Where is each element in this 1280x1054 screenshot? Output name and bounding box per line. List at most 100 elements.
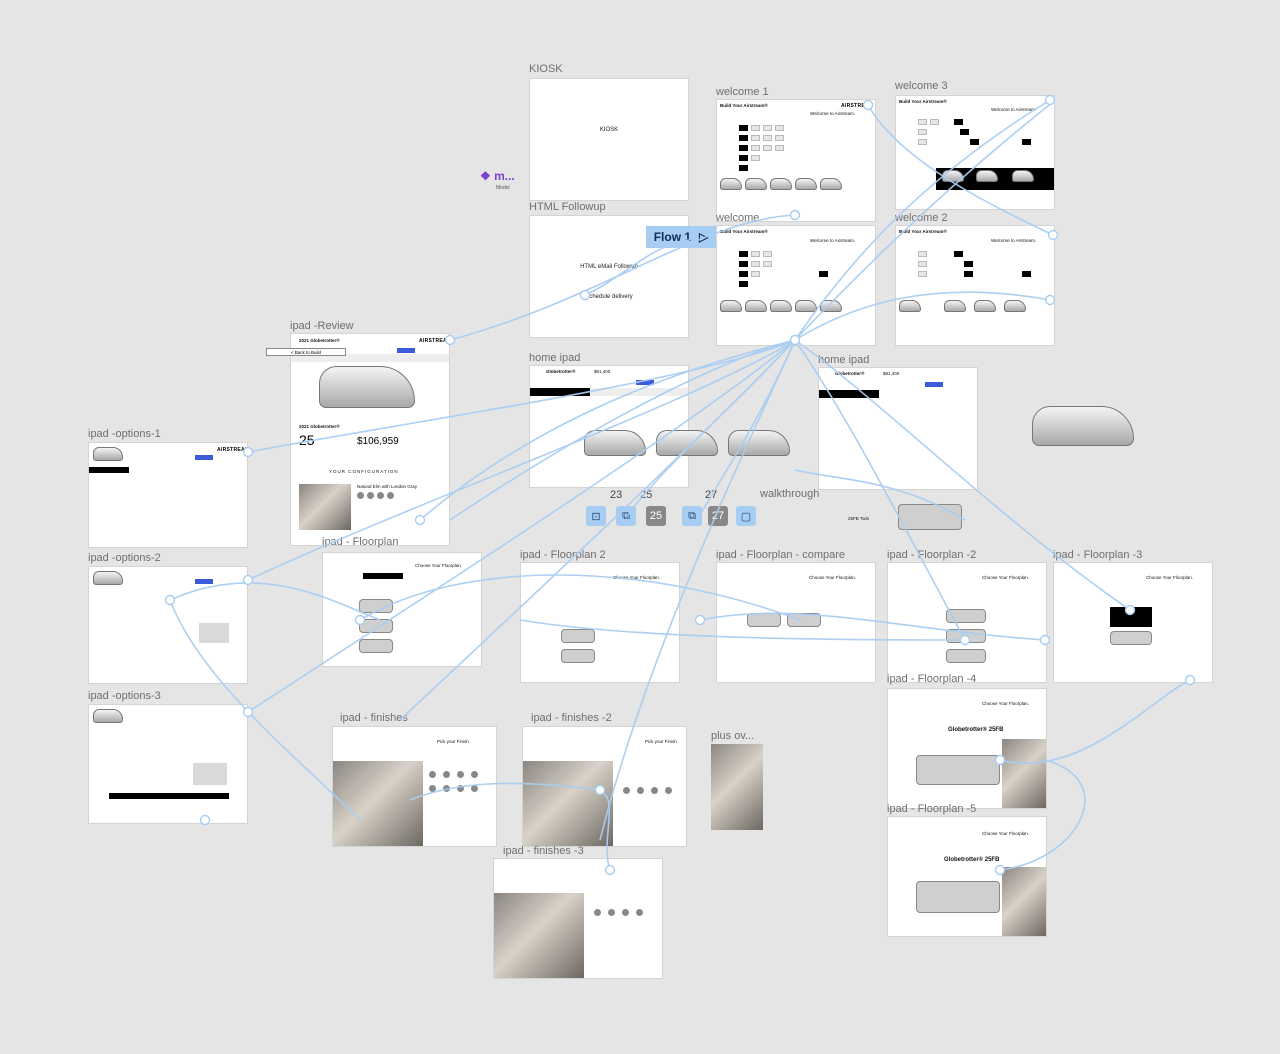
frame-kiosk[interactable]: KIOSK (529, 78, 689, 201)
frame-label-ipad-options-2[interactable]: ipad -options-2 (88, 552, 161, 564)
home-2-model: Globetrotter® (835, 371, 865, 376)
home-2-price: $81,400 (883, 371, 900, 376)
floorplan-minus5-model: Globetrotter® 25FB (944, 857, 1000, 863)
finishes-2-heading: Pick your Finish (645, 739, 677, 744)
frame-label-welcome-3[interactable]: welcome 3 (895, 80, 948, 92)
followup-line-2: Schedule delivery (585, 294, 633, 300)
component-instance-tag[interactable]: ❖ m... (480, 169, 515, 183)
frame-label-html-followup[interactable]: HTML Followup (529, 201, 606, 213)
frame-label-ipad-floorplan-minus2[interactable]: ipad - Floorplan -2 (887, 549, 977, 561)
frame-label-ipad-options-1[interactable]: ipad -options-1 (88, 428, 161, 440)
airstream-logo: AIRSTREAM (419, 338, 450, 344)
frame-label-ipad-review[interactable]: ipad -Review (290, 320, 354, 332)
frame-home-ipad-1[interactable]: Globetrotter® $81,400 (529, 365, 689, 488)
frame-label-ipad-floorplan-2[interactable]: ipad - Floorplan 2 (520, 549, 606, 561)
welcome-1-title: Build Your Airstream® (720, 103, 768, 108)
frame-ipad-floorplan-minus3[interactable]: Choose Your Floorplan. (1053, 562, 1213, 683)
welcome-2-greeting: Welcome to Airstream. (991, 238, 1037, 243)
frame-welcome[interactable]: Build Your Airstream® Welcome to Airstre… (716, 225, 876, 346)
floorplan-heading: Choose Your Floorplan. (415, 563, 463, 568)
walkthrough-badge: 25FB Twin (848, 516, 870, 521)
size-23-label: 23 (610, 489, 623, 501)
frame-label-plus-ov[interactable]: plus ov... (711, 730, 755, 742)
review-price: $106,959 (357, 436, 399, 447)
frame-ipad-floorplan[interactable]: Choose Your Floorplan. (322, 552, 482, 667)
frame-label-ipad-finishes[interactable]: ipad - finishes (340, 712, 408, 724)
frame-label-ipad-finishes-3[interactable]: ipad - finishes -3 (503, 845, 584, 857)
frame-label-walkthrough[interactable]: walkthrough (760, 488, 820, 500)
frame-ipad-options-2[interactable] (88, 566, 248, 684)
frame-label-ipad-options-3[interactable]: ipad -options-3 (88, 690, 161, 702)
frame-ipad-floorplan-minus4[interactable]: Choose Your Floorplan. Globetrotter® 25F… (887, 688, 1047, 809)
floorplan-minus4-heading: Choose Your Floorplan. (982, 701, 1030, 706)
frame-ipad-floorplan-compare[interactable]: Choose Your Floorplan. (716, 562, 876, 683)
home-1-price: $81,400 (594, 369, 611, 374)
size-25-label: 25 (640, 489, 653, 501)
copy-icon[interactable]: ⧉ (616, 506, 636, 526)
kiosk-text: KIOSK (599, 127, 619, 133)
floorplan-thumbnail[interactable] (898, 504, 962, 530)
frame-ipad-options-1[interactable]: AIRSTREAM (88, 442, 248, 548)
followup-line-1: HTML eMail Followup (580, 264, 638, 270)
frame-label-ipad-finishes-2[interactable]: ipad - finishes -2 (531, 712, 612, 724)
frame-home-ipad-2[interactable]: Globetrotter® $81,400 (818, 367, 978, 490)
floorplan-minus5-heading: Choose Your Floorplan. (982, 831, 1030, 836)
plus-ov-image[interactable] (711, 744, 763, 830)
frame-ipad-floorplan-2[interactable]: Choose Your Floorplan. (520, 562, 680, 683)
frame-welcome-3[interactable]: Build Your Airstream® Welcome to Airstre… (895, 95, 1055, 210)
welcome-3-title: Build Your Airstream® (899, 99, 947, 104)
finishes-heading: Pick your Finish (437, 739, 469, 744)
airstream-logo: AIRSTREAM (841, 103, 874, 109)
welcome-greeting: Welcome to Airstream. (810, 238, 856, 243)
welcome-1-greeting: Welcome to Airstream. (810, 111, 856, 116)
review-model-2: 2021 Globetrotter® (299, 424, 340, 429)
welcome-2-title: Build Your Airstream® (899, 229, 947, 234)
frame-label-ipad-floorplan-minus3[interactable]: ipad - Floorplan -3 (1053, 549, 1143, 561)
trailer-thumbnail[interactable] (656, 430, 718, 456)
review-size: 25 (299, 432, 315, 448)
frame-label-home-ipad-1[interactable]: home ipad (529, 352, 581, 364)
trailer-hero-image[interactable] (1032, 406, 1134, 446)
copy-icon[interactable]: ⧉ (682, 506, 702, 526)
floorplan-minus4-model: Globetrotter® 25FB (948, 727, 1004, 733)
frame-ipad-floorplan-minus2[interactable]: Choose Your Floorplan. (887, 562, 1047, 683)
floorplan-2-heading: Choose Your Floorplan. (613, 575, 661, 580)
back-to-build-button[interactable]: < Back to Build (266, 348, 346, 356)
frame-ipad-finishes-3[interactable] (493, 858, 663, 979)
note-icon[interactable]: ▢ (736, 506, 756, 526)
play-icon: ▷ (699, 230, 709, 244)
frame-label-home-ipad-2[interactable]: home ipad (818, 354, 870, 366)
floorplan-minus2-heading: Choose Your Floorplan. (982, 575, 1030, 580)
trailer-thumbnail[interactable] (584, 430, 646, 456)
component-sub-label: Model (496, 185, 510, 191)
frame-label-ipad-floorplan-minus4[interactable]: ipad - Floorplan -4 (887, 673, 977, 685)
frame-label-ipad-floorplan[interactable]: ipad - Floorplan (322, 536, 399, 548)
floorplan-minus3-heading: Choose Your Floorplan. (1146, 575, 1194, 580)
frame-label-kiosk[interactable]: KIOSK (529, 63, 563, 75)
frame-ipad-finishes-2[interactable]: Pick your Finish (522, 726, 687, 847)
floorplan-compare-heading: Choose Your Floorplan. (809, 575, 857, 580)
frame-label-welcome-1[interactable]: welcome 1 (716, 86, 769, 98)
frame-label-ipad-floorplan-compare[interactable]: ipad - Floorplan - compare (716, 549, 846, 561)
size-27-label: 27 (705, 489, 718, 501)
review-config-heading: YOUR CONFIGURATION (329, 469, 399, 474)
home-1-model: Globetrotter® (546, 369, 576, 374)
toggle-icon[interactable]: ⊡ (586, 506, 606, 526)
frame-ipad-review[interactable]: 2021 Globetrotter® AIRSTREAM 2021 Globet… (290, 333, 450, 546)
review-model: 2021 Globetrotter® (299, 338, 340, 343)
flow-1-label: Flow 1 (653, 230, 692, 244)
size-25-button[interactable]: 25 (646, 506, 666, 526)
frame-welcome-2[interactable]: Build Your Airstream® Welcome to Airstre… (895, 225, 1055, 346)
frame-ipad-options-3[interactable] (88, 704, 248, 824)
frame-label-welcome-2[interactable]: welcome 2 (895, 212, 948, 224)
frame-welcome-1[interactable]: Build Your Airstream® AIRSTREAM Welcome … (716, 99, 876, 222)
welcome-title: Build Your Airstream® (720, 229, 768, 234)
frame-label-welcome[interactable]: welcome (716, 212, 760, 224)
flow-1-button[interactable]: Flow 1 ▷ (646, 226, 716, 248)
frame-ipad-floorplan-minus5[interactable]: Choose Your Floorplan. Globetrotter® 25F… (887, 816, 1047, 937)
frame-ipad-finishes[interactable]: Pick your Finish (332, 726, 497, 847)
trailer-thumbnail[interactable] (728, 430, 790, 456)
review-finish: Natural Elm with London Gray (357, 484, 418, 489)
size-27-button[interactable]: 27 (708, 506, 728, 526)
frame-label-ipad-floorplan-minus5[interactable]: ipad - Floorplan -5 (887, 803, 977, 815)
